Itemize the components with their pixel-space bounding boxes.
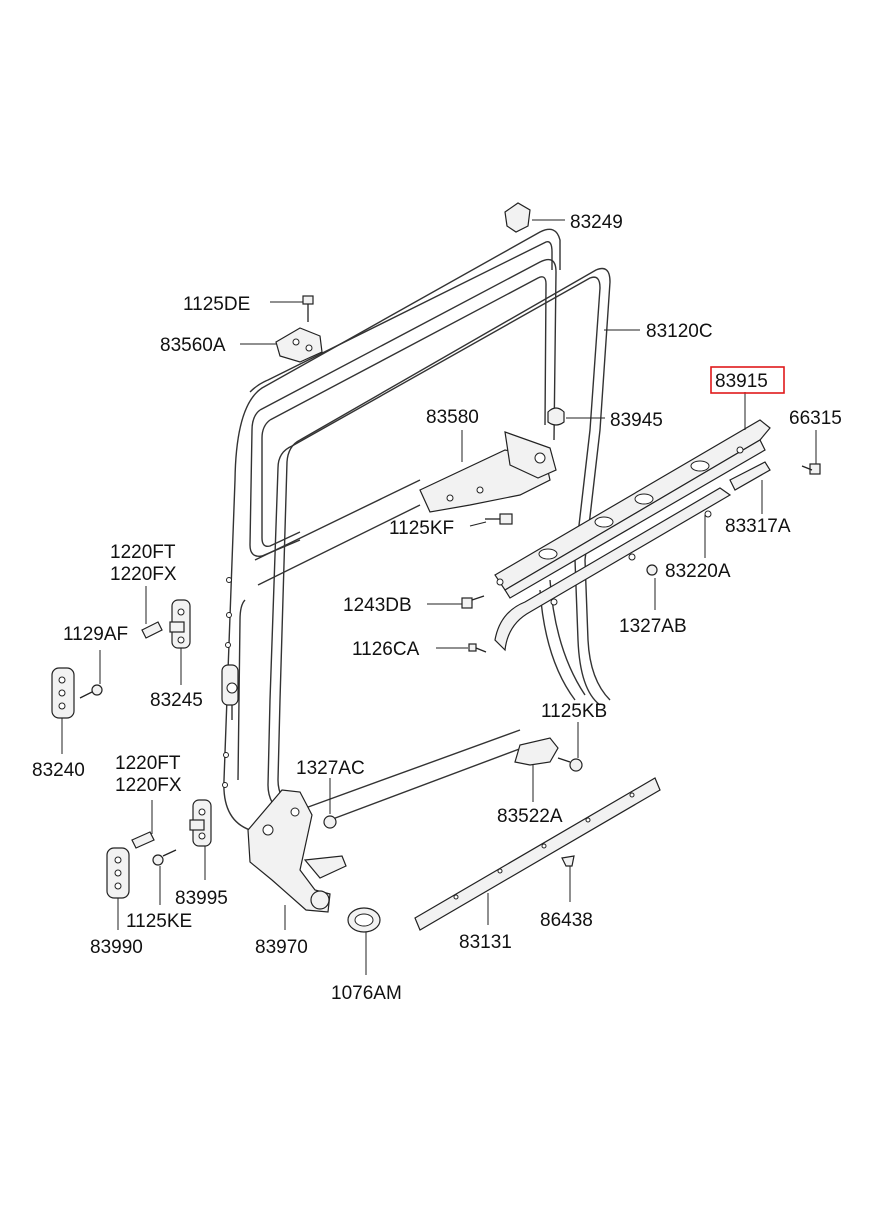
part-1076am (347, 907, 381, 975)
label-1327ab[interactable]: 1327AB (619, 616, 687, 637)
label-1327ac[interactable]: 1327AC (296, 758, 365, 779)
part-1327ab (646, 564, 658, 610)
part-1125ke (152, 849, 177, 905)
part-1125kf (469, 513, 513, 527)
label-1126ca[interactable]: 1126CA (352, 639, 420, 660)
part-83970 (247, 789, 347, 930)
part-83131 (414, 777, 661, 931)
part-83560a (240, 327, 323, 363)
label-1125ke[interactable]: 1125KE (126, 911, 192, 932)
label-1125kf[interactable]: 1125KF (389, 518, 454, 539)
label-83220a[interactable]: 83220A (665, 561, 731, 582)
part-86438 (561, 855, 575, 902)
highlight-box-83915 (710, 366, 785, 394)
part-83580 (419, 430, 557, 513)
label-83560a[interactable]: 83560A (160, 335, 226, 356)
label-83240[interactable]: 83240 (32, 760, 85, 781)
label-83945[interactable]: 83945 (610, 410, 663, 431)
part-83317a (729, 461, 771, 514)
label-83522a[interactable]: 83522A (497, 806, 563, 827)
door-body (221, 228, 561, 831)
label-1243db[interactable]: 1243DB (343, 595, 412, 616)
part-1243db (427, 595, 485, 609)
part-83995 (189, 799, 212, 880)
part-1126ca (436, 643, 487, 653)
label-1125kb[interactable]: 1125KB (541, 701, 607, 722)
label-83131[interactable]: 83131 (459, 932, 512, 953)
part-83240 (51, 667, 75, 754)
part-1125kb (557, 722, 583, 772)
label-1220fx-lower[interactable]: 1220FX (115, 775, 182, 796)
part-1327ac (323, 778, 337, 829)
part-83915 (494, 392, 771, 599)
label-83249[interactable]: 83249 (570, 212, 623, 233)
part-66315 (801, 430, 821, 475)
part-83990 (106, 847, 130, 930)
label-1220ft-upper[interactable]: 1220FT (110, 542, 176, 563)
part-1125de (270, 295, 314, 322)
part-1129af (79, 650, 103, 699)
part-83945 (547, 407, 605, 426)
label-1125de[interactable]: 1125DE (183, 294, 250, 315)
label-1129af[interactable]: 1129AF (63, 624, 128, 645)
label-83120c[interactable]: 83120C (646, 321, 713, 342)
label-83990[interactable]: 83990 (90, 937, 143, 958)
part-labels: 83249 1125DE 83560A 83120C 83915 83580 8… (32, 212, 842, 1004)
label-83915[interactable]: 83915 (715, 371, 768, 392)
part-83220a (494, 487, 732, 652)
label-1076am[interactable]: 1076AM (331, 983, 402, 1004)
label-83245[interactable]: 83245 (150, 690, 203, 711)
label-66315[interactable]: 66315 (789, 408, 842, 429)
part-1220ft-lower (131, 800, 155, 849)
part-83249 (504, 202, 565, 233)
label-83995[interactable]: 83995 (175, 888, 228, 909)
label-1220fx-upper[interactable]: 1220FX (110, 564, 177, 585)
label-83970[interactable]: 83970 (255, 937, 308, 958)
part-83245 (169, 599, 191, 685)
label-1220ft-lower[interactable]: 1220FT (115, 753, 181, 774)
label-83580[interactable]: 83580 (426, 407, 479, 428)
label-86438[interactable]: 86438 (540, 910, 593, 931)
part-1220ft-upper (141, 586, 163, 639)
label-83317a[interactable]: 83317A (725, 516, 791, 537)
part-83522a (514, 737, 559, 802)
